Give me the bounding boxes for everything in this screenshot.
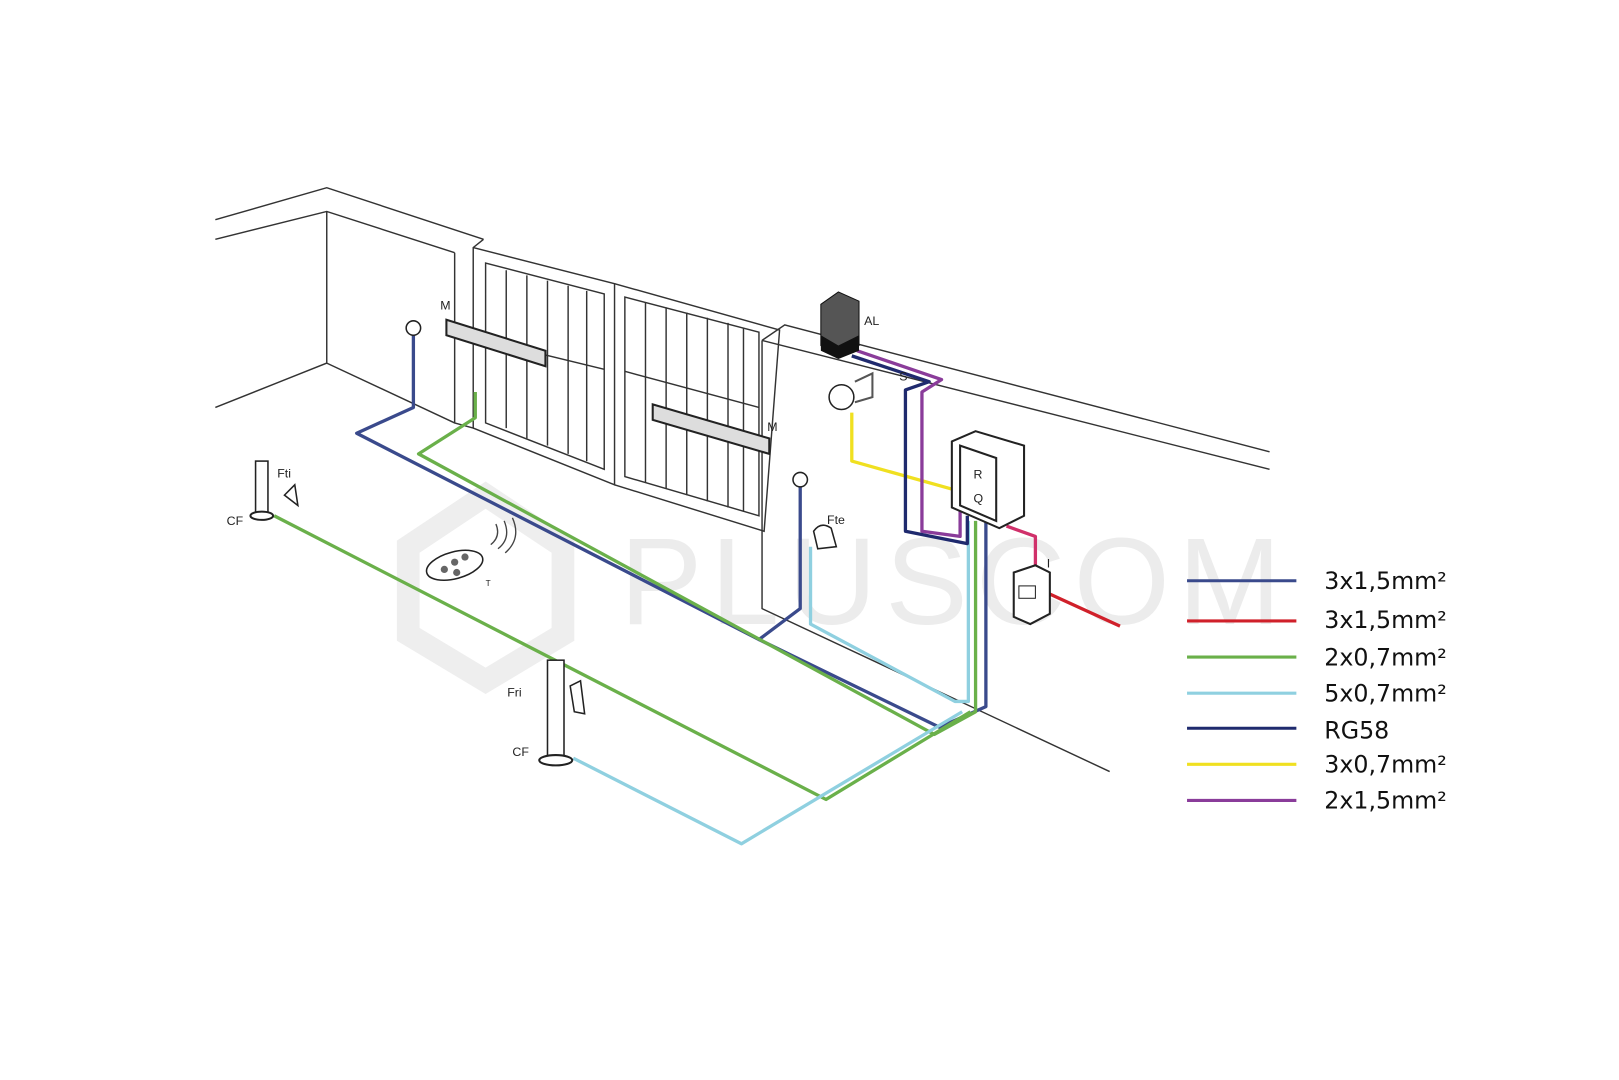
wires bbox=[273, 332, 1121, 846]
wire-green-trunk bbox=[416, 391, 978, 737]
key-selector-icon bbox=[828, 371, 874, 411]
switch-box-icon bbox=[1012, 564, 1051, 626]
legend-label: 2x0,7mm² bbox=[1324, 643, 1447, 671]
wire-blue-left-motor bbox=[355, 332, 802, 642]
legend-label: 3x0,7mm² bbox=[1324, 751, 1447, 779]
label-column-bottom: CF bbox=[512, 745, 529, 759]
label-motor-right: M bbox=[767, 420, 777, 434]
motor-left-icon bbox=[405, 318, 547, 368]
wire-red-supply bbox=[1047, 591, 1121, 628]
walls bbox=[215, 186, 1270, 773]
wire-red-panel bbox=[1005, 524, 1038, 578]
wire-rg58 bbox=[851, 354, 969, 546]
legend: 3x1,5mm² 3x1,5mm² 2x0,7mm² 5x0,7mm² RG58… bbox=[1187, 567, 1447, 815]
wire-lightblue-fte bbox=[808, 520, 971, 704]
control-panel-icon bbox=[950, 430, 1026, 530]
column-left-icon bbox=[249, 460, 299, 521]
label-photocell-ext: Fte bbox=[827, 513, 845, 527]
label-photocell-int-bottom: Fri bbox=[507, 685, 521, 699]
flashing-light-icon bbox=[820, 291, 860, 359]
label-key-selector: S bbox=[899, 370, 907, 384]
label-receiver: R bbox=[974, 468, 983, 482]
remote-transmitter-icon bbox=[425, 517, 517, 582]
legend-label: 3x1,5mm² bbox=[1324, 606, 1447, 634]
legend-label: 5x0,7mm² bbox=[1324, 679, 1447, 707]
wire-purple bbox=[856, 349, 962, 539]
wire-yellow bbox=[850, 412, 956, 492]
legend-label: 3x1,5mm² bbox=[1324, 567, 1447, 595]
photocell-fte-icon bbox=[812, 524, 838, 550]
wire-green-cf bbox=[273, 514, 972, 802]
legend-label: RG58 bbox=[1324, 717, 1389, 745]
label-switch: I bbox=[1047, 556, 1050, 570]
label-column-left: CF bbox=[227, 514, 244, 528]
label-control-panel: Q bbox=[974, 491, 984, 505]
motor-right-icon bbox=[651, 402, 809, 488]
label-flashing-light: AL bbox=[864, 314, 879, 328]
column-bottom-icon bbox=[538, 659, 586, 767]
wire-lightblue-cf bbox=[572, 710, 964, 846]
label-transmitter: T bbox=[486, 579, 491, 588]
label-motor-left: M bbox=[440, 298, 450, 312]
label-photocell-int-left: Fti bbox=[277, 467, 291, 481]
watermark-logo-icon bbox=[396, 481, 575, 695]
legend-label: 2x1,5mm² bbox=[1324, 787, 1447, 815]
gate bbox=[472, 246, 781, 533]
